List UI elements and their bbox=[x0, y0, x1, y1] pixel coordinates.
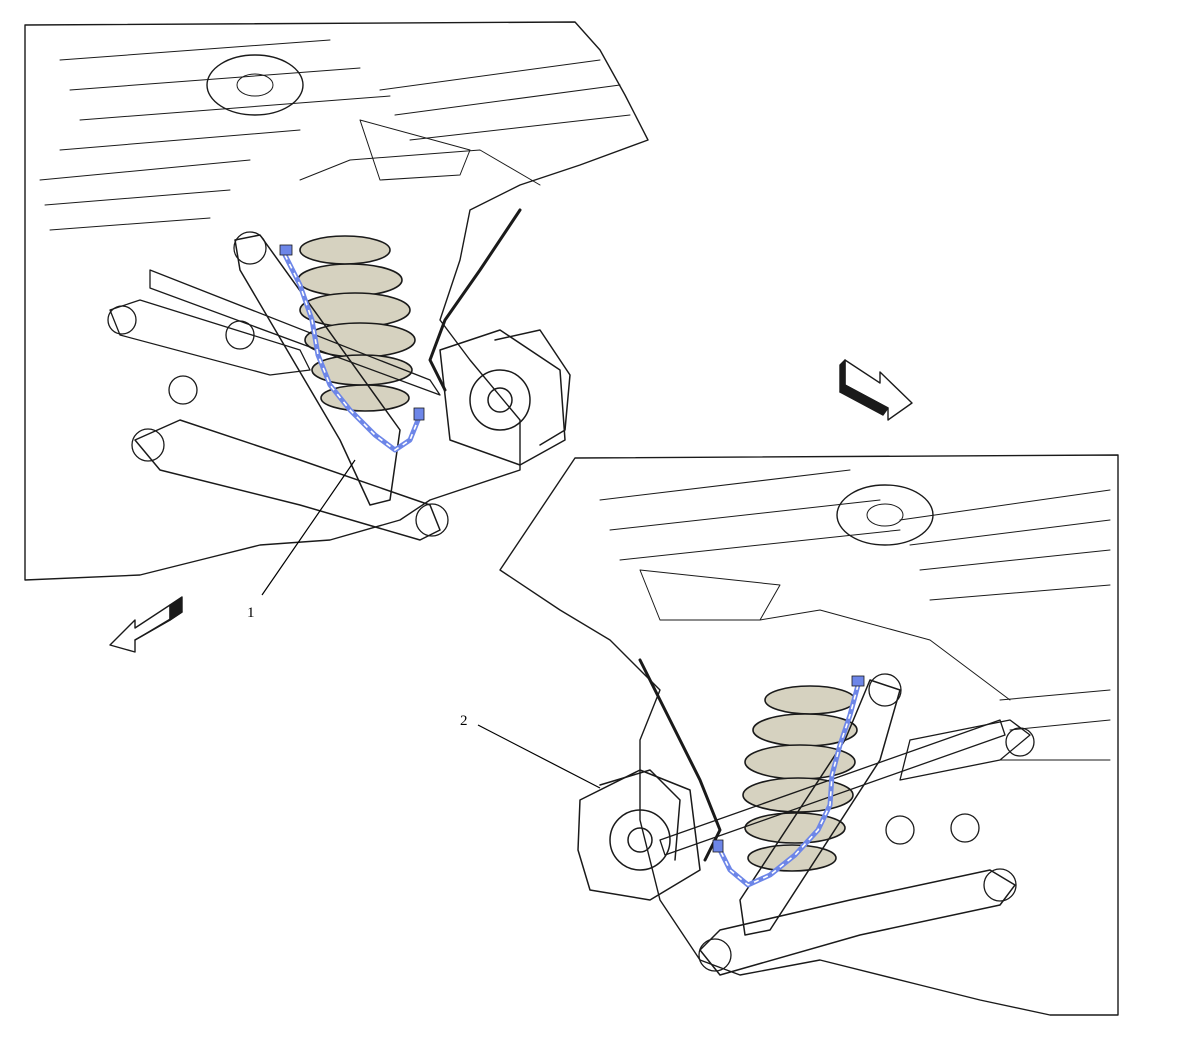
left-drive-shaft bbox=[149, 269, 441, 396]
arrow-forward-icon bbox=[839, 359, 913, 421]
left-brake-caliper bbox=[439, 329, 571, 466]
right-drive-shaft bbox=[659, 719, 1006, 856]
left-lower-control-arm bbox=[134, 419, 441, 541]
right-lower-control-arm bbox=[699, 869, 1016, 976]
right-coil-spring bbox=[742, 685, 858, 872]
callout-2-label: 2 bbox=[460, 713, 468, 729]
left-trailing-link bbox=[109, 299, 311, 376]
left-upper-control-arm bbox=[234, 234, 401, 506]
callout-2-leader bbox=[477, 724, 601, 789]
right-view bbox=[499, 454, 1119, 1016]
callout-1-leader bbox=[261, 459, 356, 596]
callout-2: 2 bbox=[460, 713, 601, 789]
left-view bbox=[24, 21, 649, 581]
left-strut-mount bbox=[206, 54, 304, 116]
arrow-rearward-icon bbox=[109, 596, 183, 653]
left-underbody bbox=[24, 21, 649, 581]
callout-1: 1 bbox=[247, 459, 356, 621]
right-brake-caliper bbox=[577, 769, 701, 901]
right-strut-mount bbox=[836, 484, 934, 546]
left-coil-spring bbox=[297, 235, 416, 412]
right-trailing-link bbox=[899, 719, 1031, 781]
callout-1-label: 1 bbox=[247, 605, 255, 621]
